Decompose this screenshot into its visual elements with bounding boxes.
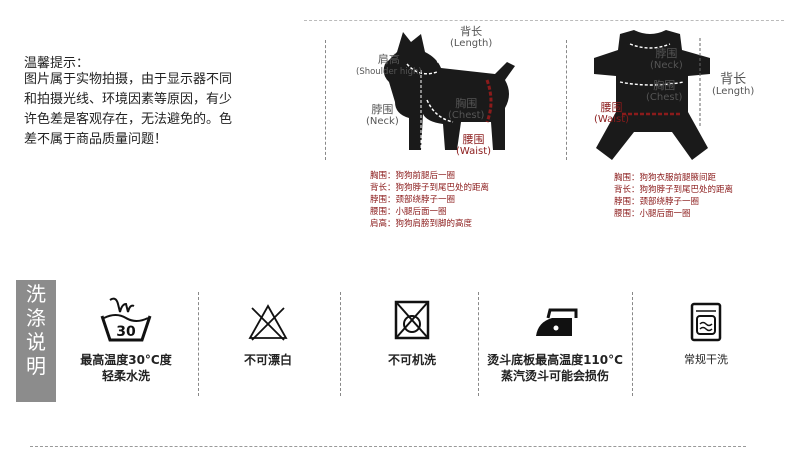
tumble-dry-icon: [690, 302, 722, 342]
bottom-divider: [30, 446, 746, 447]
clothes-desc-item: 胸围：狗狗衣服前腿腋间距: [614, 173, 717, 183]
notice-line: 和拍摄光线、环境因素等原因，有少: [24, 92, 233, 107]
dog-desc-item: 背长：狗狗脖子到尾巴处的距离: [370, 183, 490, 193]
wash-divider: [340, 292, 341, 396]
wash-text-dry-clean: 常规干洗: [684, 353, 728, 366]
notice-line: 许色差是客观存在，无法避免的。色: [24, 112, 233, 127]
no-machine-wash-icon: [394, 300, 430, 340]
clothes-neck-label: 脖围(Neck): [650, 47, 683, 72]
washing-instructions-label: 洗 涤 说 明: [16, 280, 56, 402]
notice-line: 差不属于商品质量问题！: [24, 132, 168, 147]
wash-tub-number: 30: [116, 324, 136, 340]
iron-icon: [536, 308, 578, 336]
divider-middle: [566, 40, 567, 160]
clothes-desc-item: 腰围：小腿后面一圈: [614, 209, 691, 219]
dog-descriptions: 胸围：狗狗前腿后一圈 背长：狗狗脖子到尾巴处的距离 脖围：颈部绕脖子一圈 腰围：…: [370, 170, 489, 230]
dog-desc-item: 脖围：颈部绕脖子一圈: [370, 195, 456, 205]
divider-left: [325, 40, 326, 160]
clothes-descriptions: 胸围：狗狗衣服前腿腋间距 背长：狗狗脖子到尾巴处的距离 脖围：颈部绕脖子一圈 腰…: [614, 172, 733, 220]
clothes-measurement-illustration: [594, 30, 710, 160]
clothes-back-length-label: 背长(Length): [712, 72, 755, 97]
dog-neck-label: 脖围(Neck): [366, 103, 399, 128]
dog-desc-item: 胸围：狗狗前腿后一圈: [370, 171, 456, 181]
notice-title: 温馨提示：: [24, 56, 90, 71]
dog-measurement-illustration: [383, 32, 515, 150]
wash-tub-30-icon: 30: [100, 297, 152, 342]
dog-shoulder-label: 肩高(Shoulder high): [356, 53, 422, 78]
wash-text-iron: 烫斗底板最高温度110°C 蒸汽烫斗可能会损伤: [487, 353, 623, 383]
dog-waist-label: 腰围(Waist): [456, 133, 492, 158]
clothes-chest-label: 胸围(Chest): [646, 79, 683, 104]
dog-chest-label: 胸围(Chest): [448, 97, 485, 122]
clothes-waist-label: 腰围(Waist): [594, 101, 630, 126]
wash-text-no-bleach: 不可漂白: [243, 353, 292, 367]
top-divider: [304, 20, 784, 21]
wash-text-temperature: 最高温度30°C度 轻柔水洗: [80, 353, 172, 383]
notice-line: 图片属于实物拍摄，由于显示器不同: [24, 72, 233, 87]
notice-body: 图片属于实物拍摄，由于显示器不同 和拍摄光线、环境因素等原因，有少 许色差是客观…: [24, 70, 286, 150]
clothes-desc-item: 脖围：颈部绕脖子一圈: [614, 197, 700, 207]
dog-back-length-label: 背长(Length): [450, 25, 493, 50]
dog-desc-item: 腰围：小腿后面一圈: [370, 207, 447, 217]
wash-text-no-machine: 不可机洗: [387, 353, 436, 367]
clothes-desc-item: 背长：狗狗脖子到尾巴处的距离: [614, 185, 734, 195]
no-bleach-icon: [248, 304, 288, 341]
dog-desc-item: 肩高：狗狗肩膀到脚的高度: [370, 219, 473, 229]
wash-divider: [198, 292, 199, 396]
wash-divider: [632, 292, 633, 396]
wash-divider: [478, 292, 479, 396]
